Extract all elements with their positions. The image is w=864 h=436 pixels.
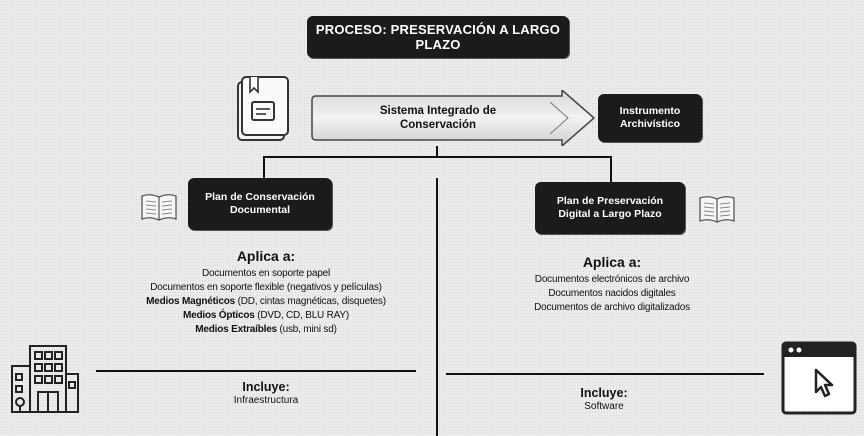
left-applies-label: Aplica a:: [236, 248, 296, 264]
left-applies-item: Medios Extraíbles (usb, mini sd): [195, 324, 337, 335]
left-applies-section: Aplica a: Documentos en soporte papel Do…: [116, 248, 416, 337]
right-applies-item: Documentos electrónicos de archivo: [534, 274, 690, 285]
document-folder-icon: [232, 72, 294, 144]
browser-window-cursor-icon: [780, 340, 858, 416]
right-includes-item: Software: [584, 401, 624, 412]
right-applies-item: Documentos nacidos digitales: [548, 288, 676, 299]
left-applies-item: Medios Magnéticos (DD, cintas magnéticas…: [146, 296, 386, 307]
connector-right-drop: [610, 156, 612, 182]
right-applies-section: Aplica a: Documentos electrónicos de arc…: [462, 254, 762, 315]
right-includes-section: Incluye: Software: [504, 386, 704, 412]
open-book-icon: [140, 192, 178, 222]
left-applies-item: Documentos en soporte flexible (negativo…: [150, 282, 382, 293]
building-icon: [8, 336, 82, 416]
open-book-icon: [698, 194, 736, 224]
process-title: PROCESO: PRESERVACIÓN A LARGO PLAZO: [307, 16, 569, 58]
left-includes-label: Incluye:: [242, 380, 290, 394]
left-applies-item: Documentos en soporte papel: [201, 268, 331, 279]
right-separator: [446, 373, 764, 375]
left-includes-section: Incluye: Infraestructura: [166, 380, 366, 406]
left-includes-item: Infraestructura: [233, 395, 299, 406]
center-divider: [436, 178, 438, 436]
left-separator: [96, 370, 416, 372]
connector-left-drop: [263, 156, 265, 178]
right-applies-item: Documentos de archivo digitalizados: [534, 302, 690, 313]
right-applies-label: Aplica a:: [582, 254, 642, 270]
connector-vertical-top: [436, 146, 438, 158]
connector-horizontal: [263, 156, 612, 158]
right-includes-label: Incluye:: [580, 386, 628, 400]
left-applies-item: Medios Ópticos (DVD, CD, BLU RAY): [182, 310, 349, 321]
